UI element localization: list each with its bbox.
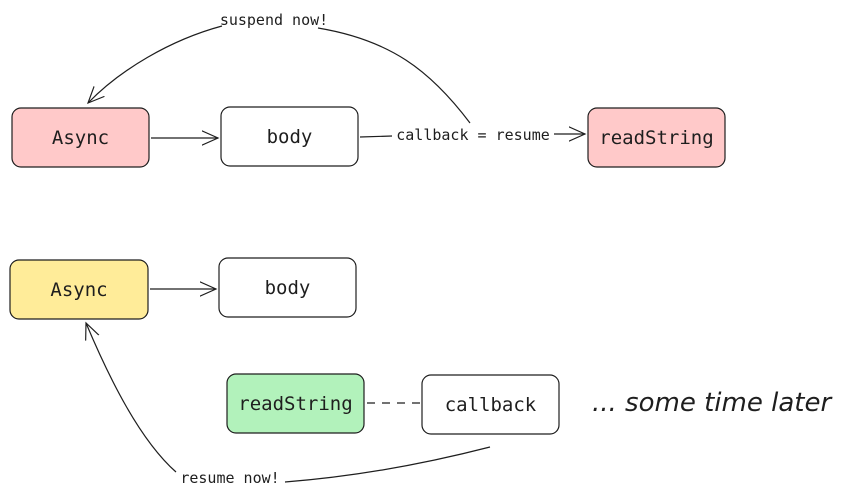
top-callback-edge-label: callback = resume: [396, 126, 550, 144]
top-readstring-label: readString: [599, 127, 713, 149]
bottom-resume-curve-arrow: [86, 323, 177, 473]
top-suspend-curve-right: [317, 27, 471, 124]
some-time-later-note: ... some time later: [592, 388, 833, 418]
bottom-body-label: body: [265, 277, 311, 299]
bottom-resume-edge-label: resume now!: [180, 469, 279, 487]
bottom-callback-label: callback: [445, 394, 537, 416]
bottom-body-node: body: [218, 257, 357, 318]
top-body-to-readstring-line: [359, 135, 393, 138]
bottom-resume-curve-right: [284, 446, 491, 483]
bottom-readstring-label: readString: [238, 393, 352, 415]
bottom-async-label: Async: [50, 279, 107, 301]
bottom-readstring-node: readString: [226, 373, 365, 434]
top-suspend-edge-label: suspend now!: [220, 11, 328, 29]
top-async-label: Async: [52, 127, 109, 149]
top-suspend-curve-arrow: [88, 25, 223, 103]
top-body-node: body: [220, 106, 359, 167]
bottom-callback-node: callback: [421, 374, 560, 435]
top-body-label: body: [267, 126, 313, 148]
top-async-node: Async: [11, 107, 150, 168]
top-readstring-node: readString: [587, 107, 726, 168]
bottom-async-node: Async: [9, 259, 149, 320]
